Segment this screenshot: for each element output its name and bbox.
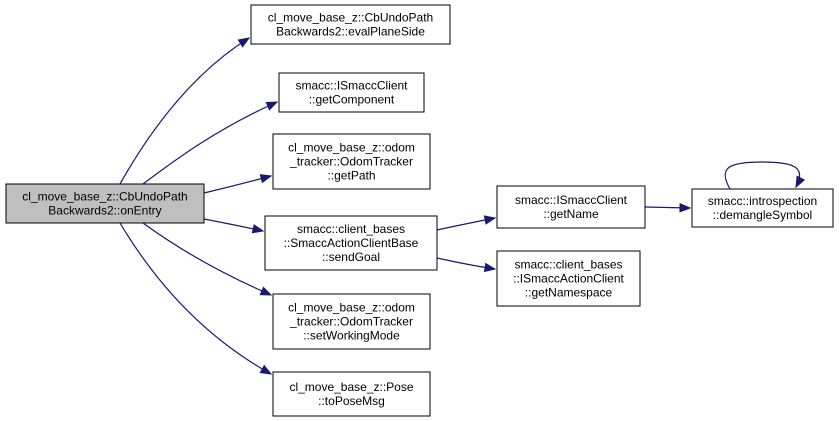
node-box [496, 250, 641, 307]
node-evalPlaneSide[interactable]: cl_move_base_z::CbUndoPathBackwards2::ev… [250, 4, 451, 45]
node-label-line: ::sendGoal [322, 250, 380, 264]
arrow-head-icon [265, 101, 279, 111]
edge-line [724, 161, 801, 190]
node-label-line: ::demangleSymbol [713, 208, 812, 222]
node-label-line: ::toPoseMsg [318, 394, 385, 408]
node-label-line: ::ISmaccActionClient [513, 272, 624, 286]
node-setWorkingMode[interactable]: cl_move_base_z::odom_tracker::OdomTracke… [272, 293, 431, 350]
node-label-line: ::SmaccActionClientBase [284, 236, 419, 250]
nodes-layer: cl_move_base_z::CbUndoPathBackwards2::on… [5, 4, 834, 417]
arrow-head-icon [483, 215, 497, 225]
node-label-line: smacc::client_bases [514, 258, 622, 272]
node-label-line: ::getPath [327, 169, 375, 183]
node-box [496, 185, 646, 229]
arrow-head-icon [483, 262, 497, 273]
node-label-line: ::getComponent [309, 93, 395, 107]
arrow-head-icon [795, 175, 806, 189]
edges-layer [119, 37, 806, 375]
node-box [5, 183, 205, 224]
node-box [691, 188, 834, 228]
node-label-line: ::getName [543, 207, 599, 221]
node-getNamespace[interactable]: smacc::client_bases::ISmaccActionClient:… [496, 250, 641, 307]
edge-sendGoal-to-getNamespace [436, 257, 497, 273]
edge-onEntry-to-evalPlaneSide [119, 37, 251, 185]
edge-onEntry-to-setWorkingMode [142, 222, 273, 296]
edge-sendGoal-to-getName [436, 215, 497, 231]
arrow-head-icon [259, 286, 273, 296]
node-box [264, 215, 438, 271]
arrow-head-icon [679, 203, 692, 213]
arrow-head-icon [259, 364, 273, 375]
node-label-line: cl_move_base_z::CbUndoPath [268, 11, 433, 25]
node-label-line: _tracker::OdomTracker [289, 315, 413, 329]
arrow-head-icon [259, 174, 273, 184]
edge-onEntry-to-toPoseMsg [119, 222, 273, 375]
node-label-line: smacc::client_bases [297, 222, 405, 236]
edge-line [142, 222, 272, 296]
node-demangleSymbol[interactable]: smacc::introspection::demangleSymbol [691, 188, 834, 228]
node-box [272, 293, 431, 350]
edge-onEntry-to-sendGoal [203, 218, 265, 234]
node-label-line: cl_move_base_z::odom [288, 141, 415, 155]
node-sendGoal[interactable]: smacc::client_bases::SmaccActionClientBa… [264, 215, 438, 271]
node-onEntry: cl_move_base_z::CbUndoPathBackwards2::on… [5, 183, 205, 224]
node-box [272, 371, 431, 417]
edge-line [119, 37, 250, 185]
arrow-head-icon [237, 37, 251, 48]
node-label-line: ::setWorkingMode [303, 329, 400, 343]
node-box [250, 4, 451, 45]
node-label-line: _tracker::OdomTracker [289, 155, 413, 169]
edge-line [119, 222, 272, 375]
edge-onEntry-to-getComponent [142, 101, 279, 185]
arrow-head-icon [251, 224, 265, 234]
node-toPoseMsg[interactable]: cl_move_base_z::Pose::toPoseMsg [272, 371, 431, 417]
node-label-line: Backwards2::onEntry [48, 204, 161, 218]
node-label-line: smacc::ISmaccClient [515, 193, 628, 207]
node-box [278, 72, 425, 113]
edge-onEntry-to-getPath [203, 174, 273, 194]
node-label-line: cl_move_base_z::CbUndoPath [22, 190, 187, 204]
node-label-line: cl_move_base_z::Pose [289, 380, 413, 394]
edge-getName-to-demangleSymbol [644, 203, 692, 213]
edge-demangleSymbol-to-demangleSymbol [724, 161, 806, 190]
node-label-line: cl_move_base_z::odom [288, 301, 415, 315]
node-getPath[interactable]: cl_move_base_z::odom_tracker::OdomTracke… [272, 133, 431, 190]
node-label-line: ::getNamespace [525, 286, 613, 300]
node-box [272, 133, 431, 190]
node-label-line: Backwards2::evalPlaneSide [276, 25, 425, 39]
node-getName[interactable]: smacc::ISmaccClient::getName [496, 185, 646, 229]
node-label-line: smacc::introspection [708, 194, 817, 208]
node-getComponent[interactable]: smacc::ISmaccClient::getComponent [278, 72, 425, 113]
edge-line [142, 101, 278, 185]
node-label-line: smacc::ISmaccClient [295, 79, 408, 93]
